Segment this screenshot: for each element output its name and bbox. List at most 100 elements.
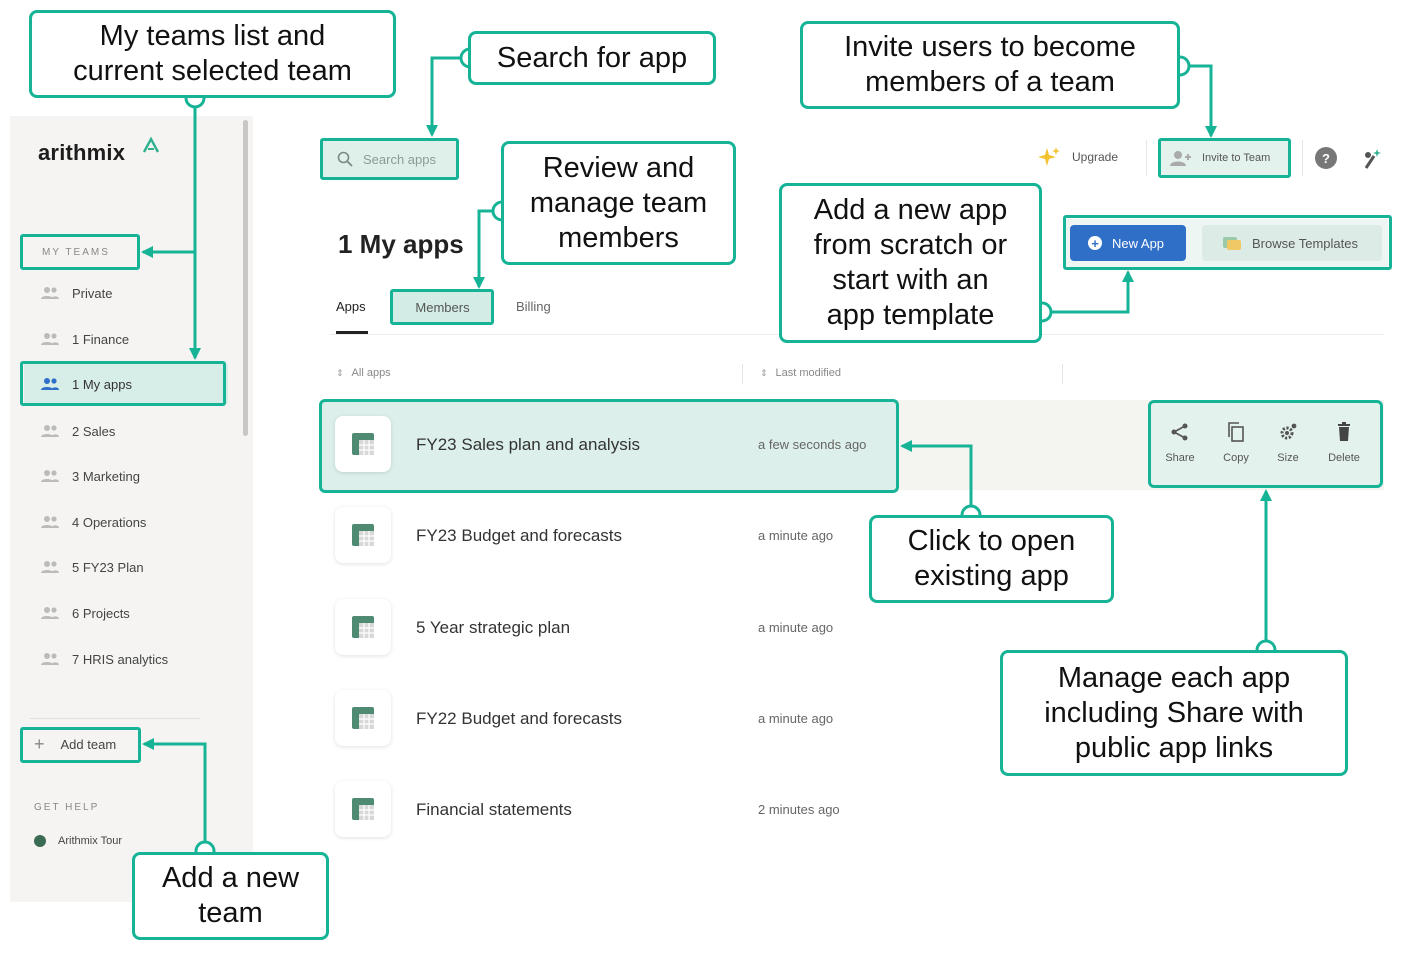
sidebar-team-finance[interactable]: 1 Finance [40, 319, 230, 359]
add-team-button[interactable]: + Add team [20, 726, 142, 762]
column-header-last-modified[interactable]: ⇕ Last modified [760, 367, 841, 379]
add-user-icon [1170, 151, 1191, 166]
column-divider [742, 364, 743, 384]
help-button[interactable]: ? [1315, 147, 1337, 169]
new-app-label: New App [1112, 235, 1165, 251]
copy-icon [1228, 422, 1244, 442]
team-label: 5 FY23 Plan [72, 559, 144, 575]
sort-icon: ⇕ [336, 367, 344, 378]
app-logo[interactable]: arithmix [38, 136, 160, 166]
size-button[interactable]: Size [1259, 402, 1317, 486]
share-button[interactable]: Share [1151, 402, 1209, 486]
column-label: Last modified [775, 367, 841, 379]
column-header-all-apps[interactable]: ⇕ All apps [336, 367, 391, 379]
sparkle-icon [1038, 147, 1060, 166]
sidebar-team-fy23-plan[interactable]: 5 FY23 Plan [40, 547, 230, 587]
callout-new-app: Add a new app from scratch or start with… [779, 183, 1042, 343]
app-name: 5 Year strategic plan [416, 618, 571, 637]
search-input[interactable]: Search apps [321, 139, 458, 179]
app-name: Financial statements [416, 800, 572, 819]
magic-wand-icon[interactable] [1360, 146, 1384, 170]
app-name: FY23 Sales plan and analysis [416, 435, 640, 454]
team-label: Private [72, 285, 113, 301]
row-actions: Share Copy Size Delete [1150, 402, 1382, 486]
gear-icon [1280, 423, 1297, 440]
sort-icon: ⇕ [760, 367, 768, 378]
team-label: 3 Marketing [72, 468, 140, 484]
app-row[interactable]: FY22 Budget and forecasts a minute ago [322, 674, 1384, 764]
app-name: FY23 Budget and forecasts [416, 526, 623, 545]
sidebar-team-marketing[interactable]: 3 Marketing [40, 456, 230, 496]
app-name: FY22 Budget and forecasts [416, 709, 623, 728]
app-modified: a minute ago [758, 620, 834, 635]
callout-teams: My teams list and current selected team [29, 10, 396, 98]
team-icon [40, 652, 60, 666]
invite-to-team-button[interactable]: Invite to Team [1160, 140, 1290, 176]
spreadsheet-icon [335, 416, 391, 472]
header-divider [1146, 140, 1147, 176]
sidebar-team-operations[interactable]: 4 Operations [40, 502, 230, 542]
delete-button[interactable]: Delete [1315, 402, 1373, 486]
upgrade-label: Upgrade [1072, 150, 1119, 164]
team-label: 1 My apps [72, 376, 132, 392]
team-icon [40, 332, 60, 346]
team-icon [40, 286, 60, 300]
highlight-row-actions [1148, 400, 1383, 488]
app-row[interactable]: FY23 Budget and forecasts a minute ago [322, 491, 1384, 581]
copy-button[interactable]: Copy [1207, 402, 1265, 486]
logo-mark-icon [142, 136, 160, 153]
team-icon [40, 606, 60, 620]
tab-apps[interactable]: Apps [336, 299, 368, 334]
highlight-invite [1158, 138, 1291, 178]
team-icon [40, 560, 60, 574]
team-label: 6 Projects [72, 605, 130, 621]
tab-billing[interactable]: Billing [516, 299, 551, 314]
arithmix-tour-label: Arithmix Tour [58, 835, 122, 847]
callout-manage: Manage each app including Share with pub… [1000, 650, 1348, 776]
team-icon [40, 515, 60, 529]
app-modified: a minute ago [758, 711, 834, 726]
sidebar-divider [30, 718, 200, 719]
new-app-button[interactable]: + New App [1070, 225, 1186, 261]
sidebar-team-private[interactable]: Private [40, 273, 230, 313]
sidebar-scrollbar[interactable] [243, 120, 248, 436]
app-row[interactable]: 5 Year strategic plan a minute ago [322, 583, 1384, 673]
callout-members: Review and manage team members [501, 141, 736, 265]
sidebar-team-projects[interactable]: 6 Projects [40, 593, 230, 633]
get-help-label: GET HELP [34, 802, 100, 813]
app-modified: a few seconds ago [758, 437, 867, 452]
app-modified: 2 minutes ago [758, 802, 840, 817]
browse-templates-label: Browse Templates [1252, 235, 1358, 251]
callout-search: Search for app [468, 31, 716, 85]
search-icon [337, 151, 353, 167]
upgrade-button[interactable]: Upgrade [1038, 146, 1118, 168]
highlight-my-teams [20, 234, 140, 270]
help-icon: ? [1322, 150, 1330, 166]
app-modified: a minute ago [758, 528, 834, 543]
plus-icon: + [34, 734, 45, 754]
team-label: 1 Finance [72, 331, 130, 347]
spreadsheet-icon [335, 507, 391, 563]
sidebar-team-sales[interactable]: 2 Sales [40, 411, 230, 451]
share-icon [1171, 423, 1188, 441]
delete-label: Delete [1328, 452, 1360, 464]
app-row[interactable]: Financial statements 2 minutes ago [322, 765, 1384, 855]
tab-members[interactable]: Members [392, 290, 493, 324]
add-team-label: Add team [60, 736, 117, 752]
highlight-add-team [20, 727, 141, 763]
sidebar: arithmix MY TEAMS Private 1 Finance 1 My… [10, 116, 253, 902]
arithmix-tour-link[interactable]: Arithmix Tour [34, 835, 122, 847]
plus-circle-icon: + [1088, 236, 1102, 250]
share-label: Share [1165, 452, 1195, 464]
team-icon [40, 469, 60, 483]
sidebar-team-my-apps[interactable]: 1 My apps [24, 364, 228, 404]
callout-open-app: Click to open existing app [869, 515, 1114, 603]
row-highlight [322, 400, 898, 492]
team-icon [40, 377, 60, 391]
browse-templates-button[interactable]: Browse Templates [1202, 225, 1382, 261]
callout-add-team: Add a new team [132, 852, 329, 940]
column-label: All apps [351, 367, 391, 379]
callout-invite: Invite users to become members of a team [800, 21, 1180, 109]
sidebar-team-hris-analytics[interactable]: 7 HRIS analytics [40, 639, 230, 679]
